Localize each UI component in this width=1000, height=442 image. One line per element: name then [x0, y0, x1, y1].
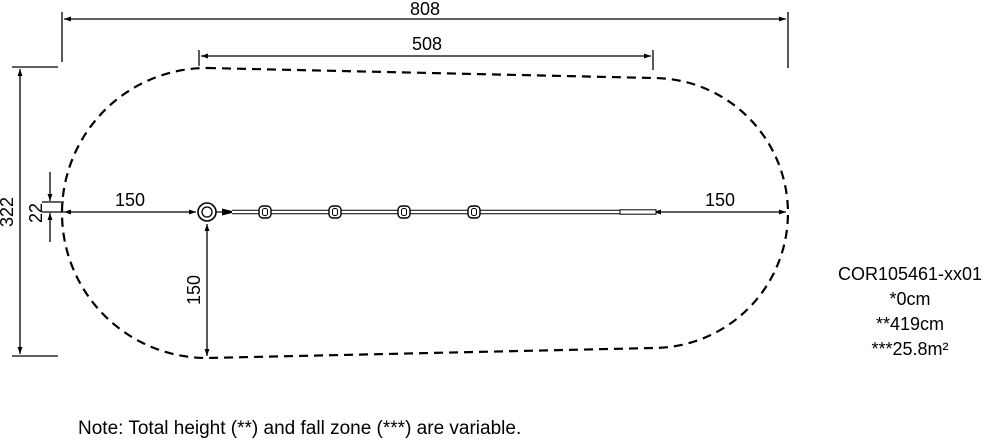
- fall-zone-outline: [60, 66, 790, 360]
- offset-dimension: 22: [26, 172, 64, 242]
- left-clearance-label: 150: [115, 190, 145, 210]
- rope: [216, 208, 657, 216]
- product-line-2: **419cm: [875, 314, 945, 334]
- inner-length-dimension: 508: [198, 34, 654, 70]
- lower-clearance-label: 150: [184, 275, 204, 305]
- right-clearance-label: 150: [705, 190, 735, 210]
- anchor-ring: [197, 202, 217, 222]
- seat-4: [467, 205, 481, 219]
- inner-length-label: 508: [412, 34, 442, 54]
- product-line-3: ***25.8m²: [871, 339, 949, 359]
- seat-1: [258, 205, 272, 219]
- overall-width-dimension: 322: [0, 66, 58, 357]
- seat-3: [397, 205, 411, 219]
- right-clearance-dimension: 150: [654, 190, 786, 215]
- offset-label: 22: [26, 203, 46, 223]
- left-clearance-dimension: 150: [64, 190, 196, 215]
- product-code: COR105461-xx01: [837, 264, 983, 284]
- footnote: Note: Total height (**) and fall zone (*…: [78, 418, 522, 439]
- overall-length-label: 808: [410, 0, 440, 19]
- lower-clearance-dimension: 150: [184, 224, 210, 356]
- overall-width-label: 322: [0, 197, 17, 227]
- seat-2: [328, 205, 342, 219]
- overall-length-dimension: 808: [61, 0, 789, 68]
- product-line-1: *0cm: [889, 289, 931, 309]
- product-info: COR105461-xx01 *0cm **419cm ***25.8m²: [820, 262, 1000, 362]
